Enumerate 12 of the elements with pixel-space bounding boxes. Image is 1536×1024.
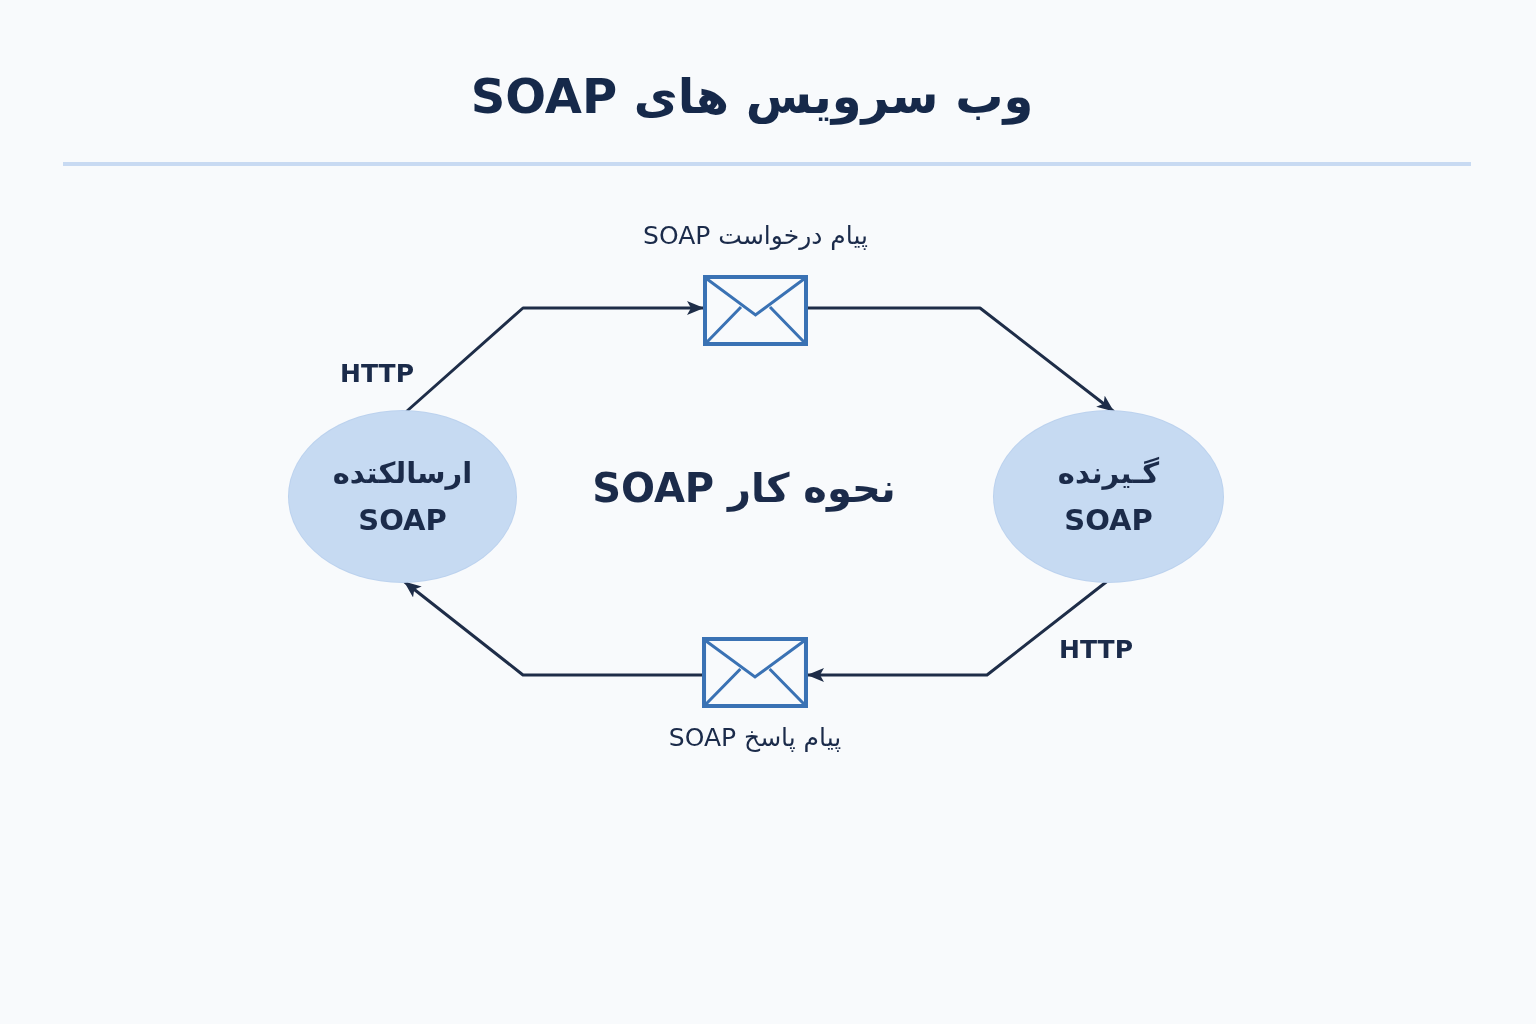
node-caption: پیام درخواست SOAP xyxy=(643,220,868,252)
envelope-icon xyxy=(703,275,808,346)
node-label: گـیرنده SOAP xyxy=(1056,454,1161,539)
arrow xyxy=(403,580,704,677)
center-heading: نحوه کار SOAP xyxy=(592,464,896,513)
node-caption: پیام پاسخ SOAP xyxy=(668,722,842,754)
diagram-title: وب سرویس های SOAP xyxy=(470,68,1034,126)
arrow xyxy=(806,580,1108,682)
envelope-icon xyxy=(702,637,808,708)
arrow xyxy=(806,306,1115,413)
node-label: ارسالکتده SOAP xyxy=(331,454,474,539)
arrow xyxy=(405,301,705,413)
